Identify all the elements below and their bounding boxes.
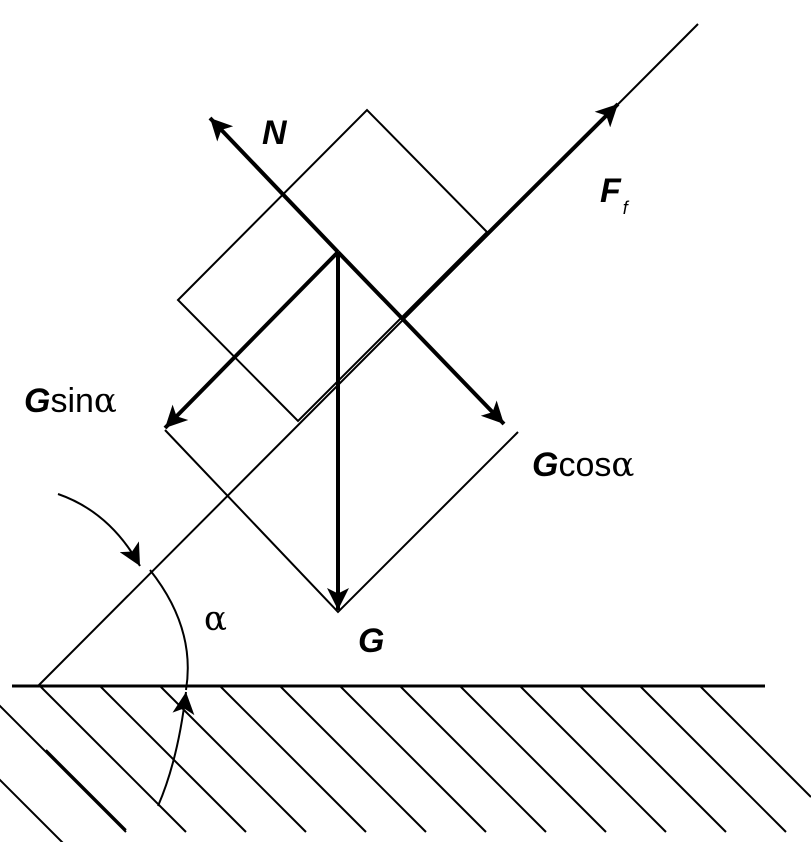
- label-g-sin: Gsinα: [24, 381, 117, 421]
- label-normal-force: N: [262, 114, 288, 152]
- g-cos-arrow: [336, 250, 506, 426]
- normal-force-arrow: [208, 116, 340, 254]
- block: [176, 108, 489, 423]
- decomposition-lines: [164, 429, 519, 614]
- angle-arc-upper: [57, 493, 141, 567]
- label-gravity: G: [358, 622, 384, 660]
- angle-arc-main: [149, 569, 189, 691]
- label-g-cos: Gcosα: [532, 445, 634, 485]
- friction-arrow: [401, 102, 620, 320]
- label-angle: α: [204, 599, 227, 639]
- angle-arc-lower: [157, 691, 195, 807]
- g-sin-arrow: [163, 250, 340, 430]
- ground-hatching: [0, 686, 811, 842]
